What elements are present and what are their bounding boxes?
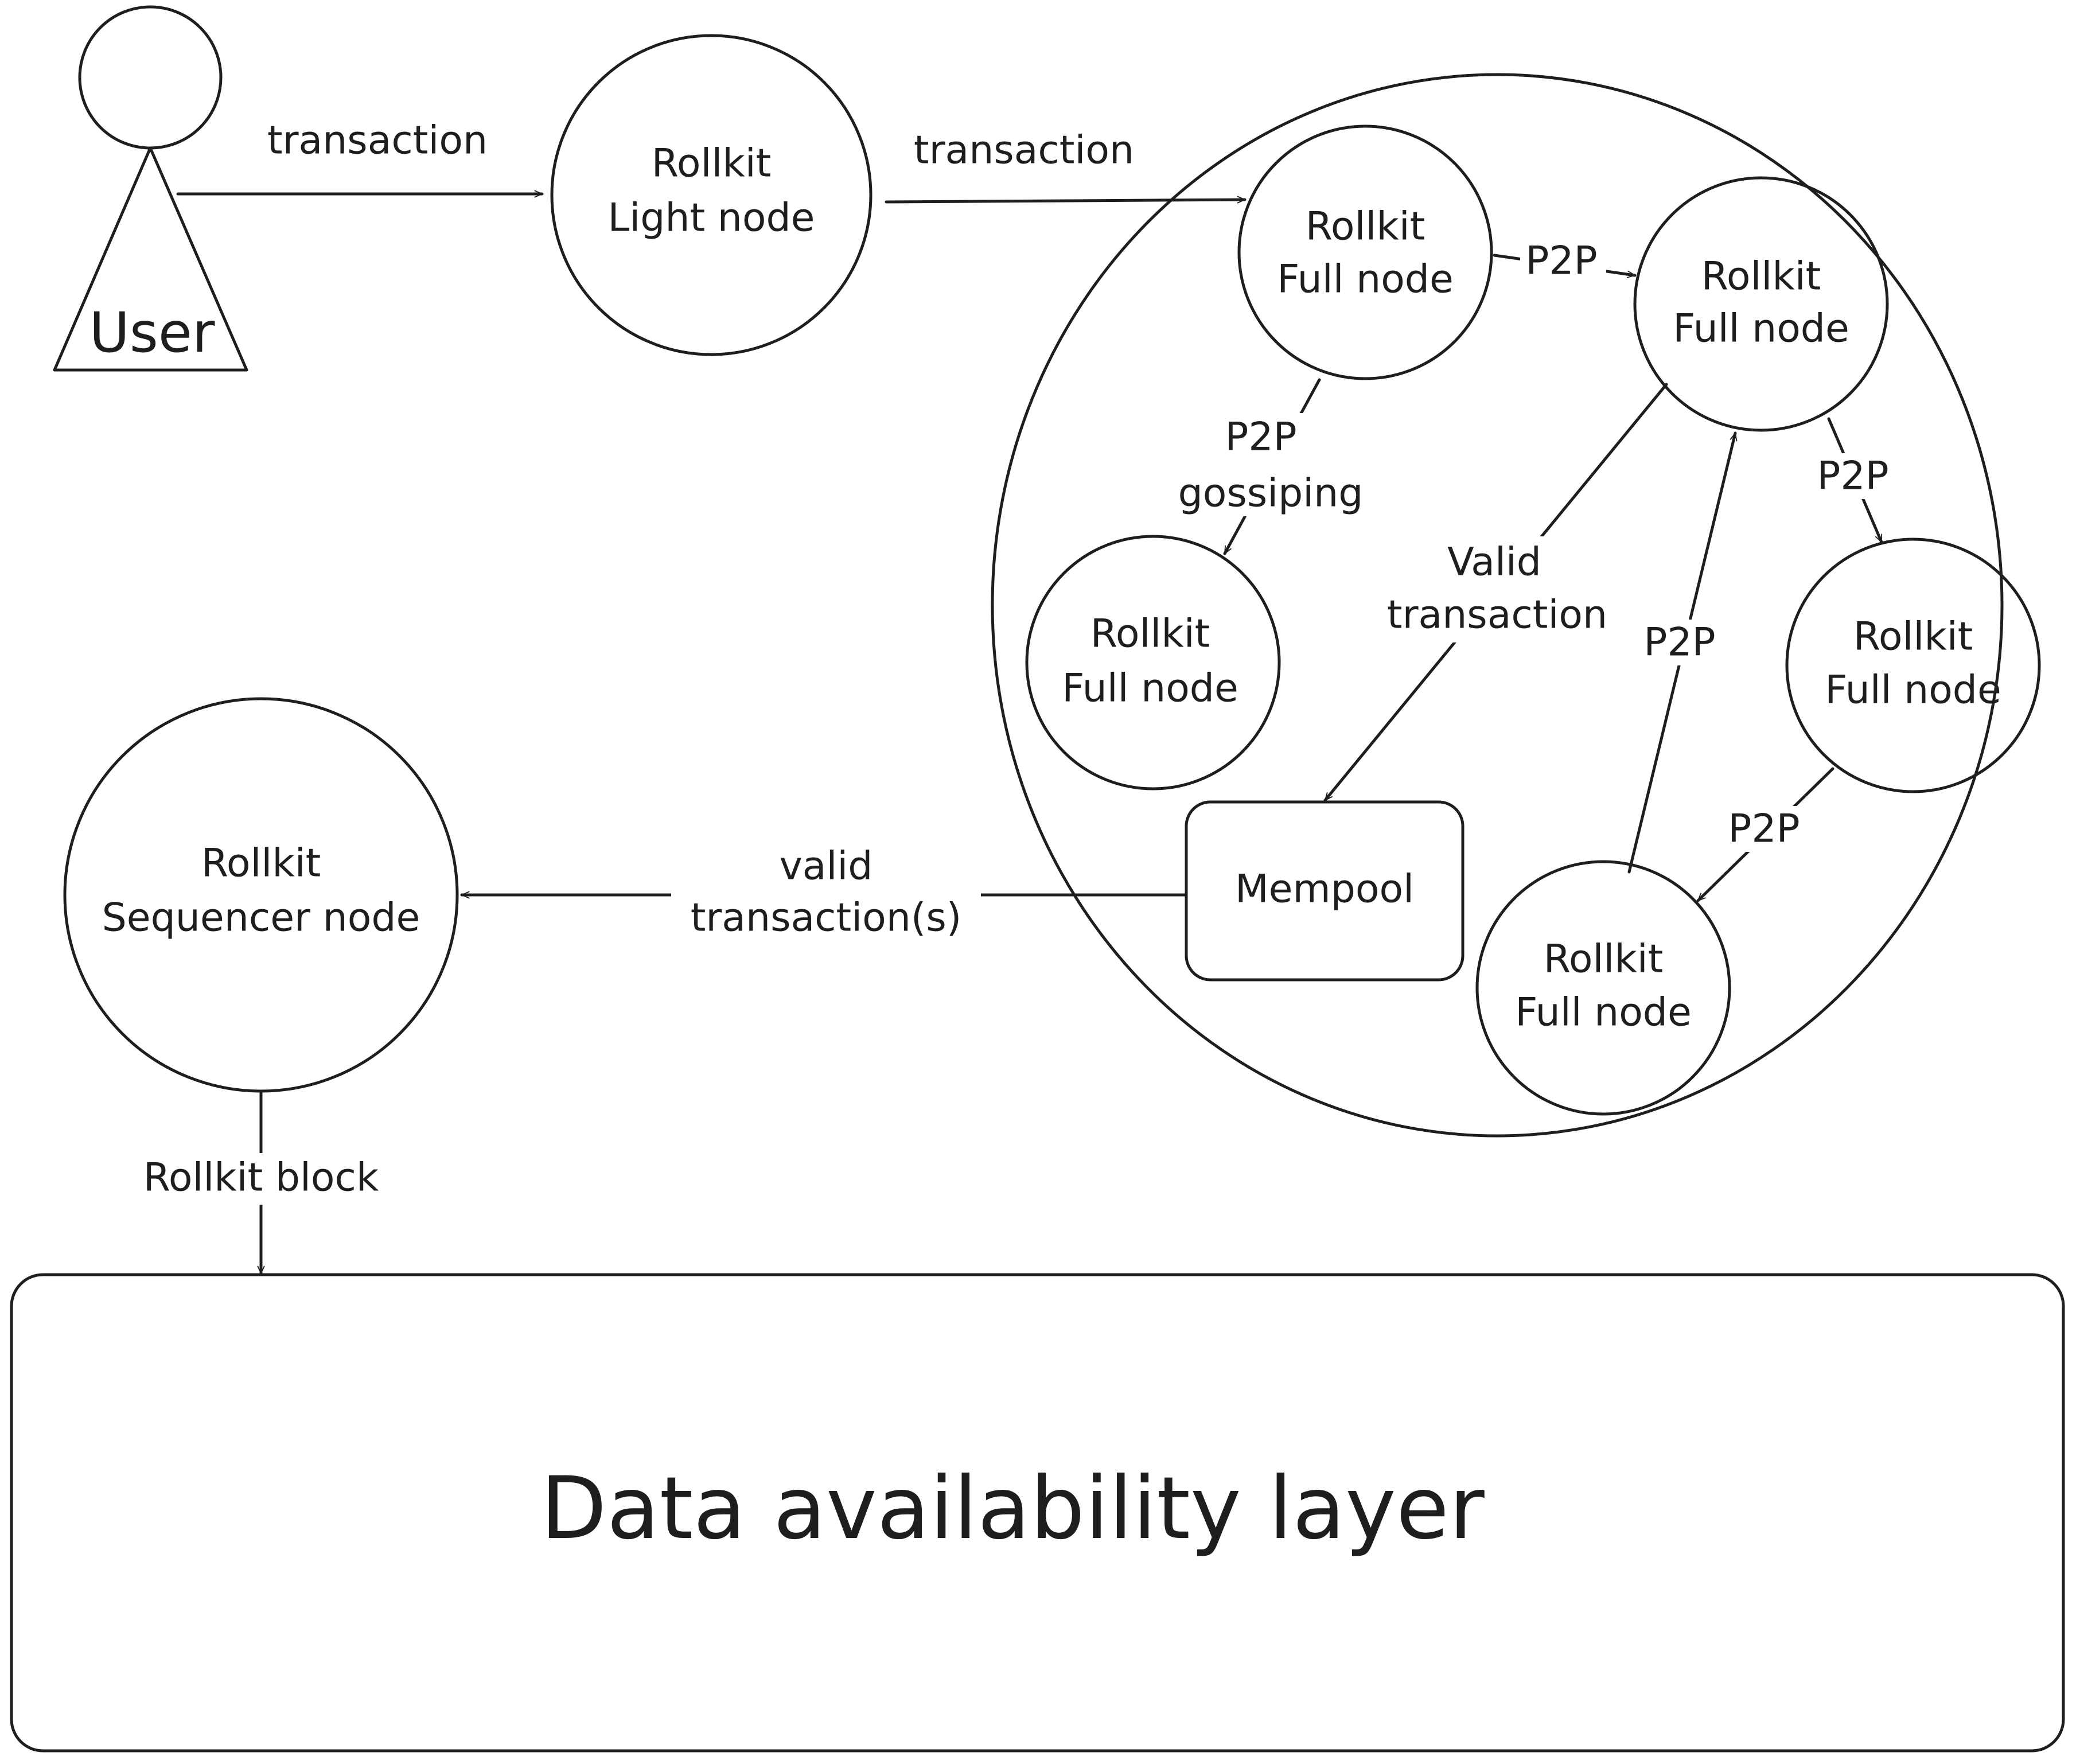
mempool-label: Mempool [1235,867,1414,912]
edge-label-full-d-to-full-e: P2P [1728,807,1800,852]
user-body [53,146,248,372]
mempool: Mempool [1185,800,1465,982]
edge-label-mempool-line1: valid [780,844,873,889]
full-node-b-line1: Rollkit [1701,254,1821,299]
full-node-e-line1: Rollkit [1544,937,1664,982]
edge-label-valid-line2: transaction [1387,593,1607,638]
full-node-a-line1: Rollkit [1306,204,1425,250]
full-node-d-line2: Full node [1825,668,2001,713]
rollkit-full-node-e: Rollkit Full node [1475,860,1731,1116]
full-node-d-line1: Rollkit [1853,614,1973,660]
sequencer-node-line1: Rollkit [201,841,321,886]
edge-label-user-to-light: transaction [267,118,488,163]
rollkit-light-node: Rollkit Light node [550,34,873,356]
rollkit-full-node-d: Rollkit Full node [1785,538,2041,793]
rollkit-sequencer-node: Rollkit Sequencer node [63,697,459,1093]
light-node-line1: Rollkit [652,141,772,186]
user-head [78,5,223,150]
edge-label-full-a-to-full-b: P2P [1525,239,1597,284]
full-node-c-line2: Full node [1062,666,1238,711]
edge-label-mempool-line2: transaction(s) [691,895,962,941]
user-label: User [89,301,215,365]
edge-label-sequencer-to-da: Rollkit block [143,1155,379,1201]
full-node-a-line2: Full node [1277,257,1454,302]
full-node-e-line2: Full node [1515,990,1692,1035]
rollkit-full-node-c: Rollkit Full node [1025,535,1281,791]
full-node-network-boundary [991,73,2004,1138]
light-node-line2: Light node [607,196,815,241]
rollkit-full-node-b: Rollkit Full node [1633,176,1889,432]
sequencer-node-line2: Sequencer node [102,895,420,941]
edge-label-gossip-line2: gossiping [1178,471,1364,516]
full-node-b-line2: Full node [1673,306,1849,352]
edge-label-full-e-to-full-b: P2P [1643,620,1715,665]
edge-label-light-to-full: transaction [914,128,1134,173]
full-node-c-line1: Rollkit [1090,612,1210,657]
edge-label-gossip-line1: P2P [1225,415,1296,460]
da-layer-label: Data availability layer [540,1459,1485,1559]
user-actor: User [53,5,248,372]
rollkit-full-node-a: Rollkit Full node [1237,124,1493,380]
data-availability-layer: Data availability layer [10,1273,2065,1753]
edge-light-to-full-node [885,200,1247,202]
edge-label-full-b-to-full-d: P2P [1817,454,1888,499]
edge-label-valid-line1: Valid [1447,540,1541,585]
